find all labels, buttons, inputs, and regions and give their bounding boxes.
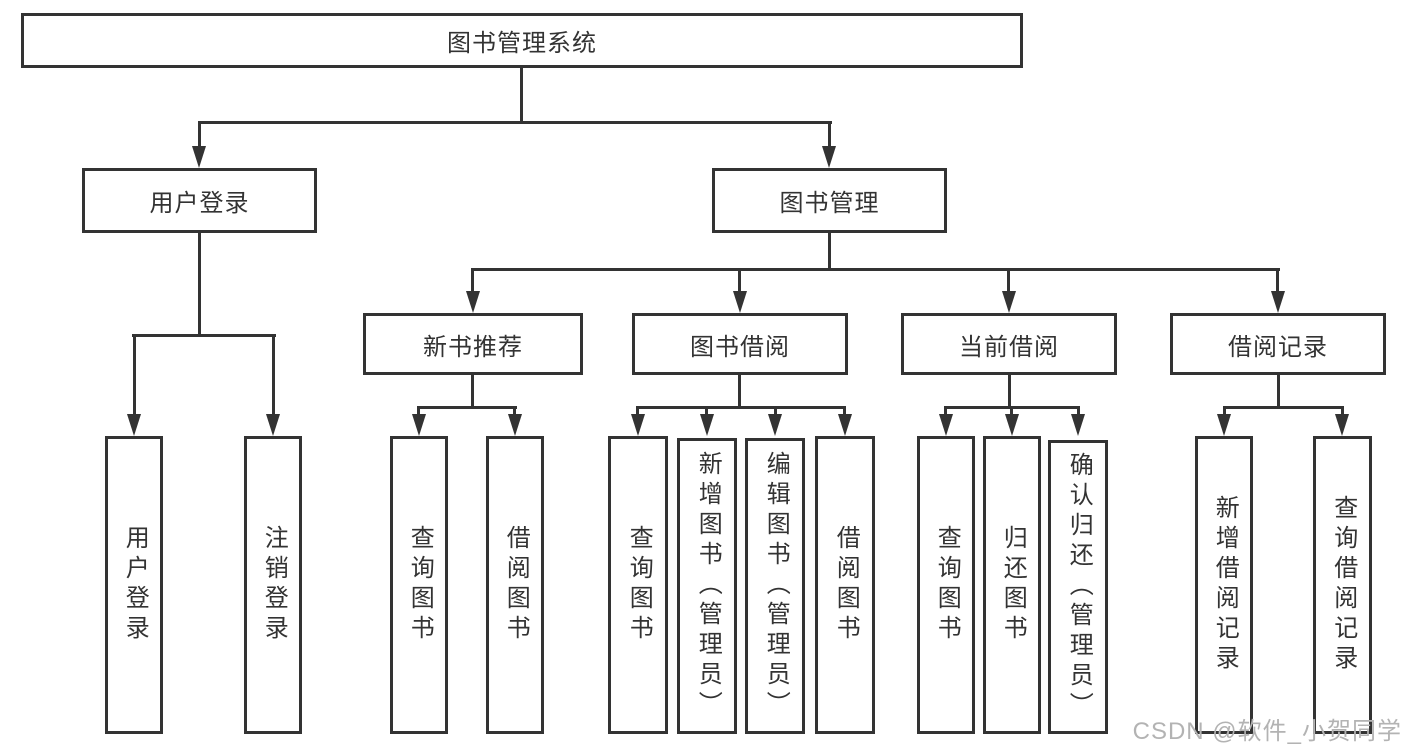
arrow-down-icon [466,291,480,313]
leaf-label: 确认归还（管理员） [1065,452,1093,722]
connector-line [1223,406,1226,416]
connector-line [513,406,516,416]
leaf-label: 用户登录 [121,525,149,645]
node-borrowing-records: 借阅记录 [1170,313,1386,375]
arrow-down-icon [822,146,836,168]
leaf-label: 查询借阅记录 [1329,495,1357,675]
leaf-label: 注销登录 [260,525,288,645]
connector-line [738,373,741,409]
leaf-label: 编辑图书（管理员） [762,451,790,721]
arrow-down-icon [768,414,782,436]
connector-line [417,406,517,409]
connector-line [471,373,474,409]
node-current-borrowing: 当前借阅 [901,313,1117,375]
arrow-down-icon [1335,414,1349,436]
node-label: 用户登录 [149,190,250,217]
connector-line [1277,373,1280,409]
leaf-label: 归还图书 [999,525,1027,645]
connector-line [198,121,201,148]
arrow-down-icon [631,414,645,436]
connector-line [1223,406,1344,409]
node-label: 借阅记录 [1228,333,1328,361]
arrow-down-icon [412,414,426,436]
connector-line [272,334,275,416]
node-label: 新书推荐 [423,333,523,361]
leaf-cb-query-books: 查询图书 [917,436,975,734]
arrow-down-icon [939,414,953,436]
connector-line [1276,268,1279,293]
leaf-label: 查询图书 [406,525,434,645]
arrow-down-icon [127,414,141,436]
arrow-down-icon [1271,291,1285,313]
connector-line [1010,406,1013,416]
leaf-label: 借阅图书 [832,525,860,645]
arrow-down-icon [508,414,522,436]
node-label: 当前借阅 [959,333,1059,361]
leaf-bb-query-books: 查询图书 [608,436,668,734]
leaf-cb-confirm-return-admin: 确认归还（管理员） [1048,440,1108,734]
connector-line [738,268,741,293]
connector-line [198,121,832,124]
connector-line [774,406,777,416]
connector-line [471,268,1280,271]
leaf-br-query-record: 查询借阅记录 [1313,436,1372,734]
node-user-login: 用户登录 [82,168,317,233]
leaf-user-login: 用户登录 [105,436,163,734]
connector-line [198,231,201,337]
arrow-down-icon [838,414,852,436]
leaf-cb-return-books: 归还图书 [983,436,1041,734]
arrow-down-icon [266,414,280,436]
node-label: 图书管理系统 [447,30,597,57]
connector-line [944,406,947,416]
arrow-down-icon [192,146,206,168]
connector-line [132,334,276,337]
leaf-nb-borrow-books: 借阅图书 [486,436,544,734]
connector-line [828,121,831,148]
node-label: 图书管理 [779,190,880,217]
arrow-down-icon [733,291,747,313]
leaf-bb-add-books-admin: 新增图书（管理员） [677,438,737,734]
node-book-management-system: 图书管理系统 [21,13,1023,68]
connector-line [636,406,639,416]
leaf-br-add-record: 新增借阅记录 [1195,436,1253,734]
arrow-down-icon [1002,291,1016,313]
node-new-book-recommend: 新书推荐 [363,313,583,375]
leaf-label: 新增借阅记录 [1211,495,1239,675]
arrow-down-icon [700,414,714,436]
connector-line [636,406,846,409]
leaf-logout: 注销登录 [244,436,302,734]
leaf-label: 查询图书 [933,525,961,645]
connector-line [1007,268,1010,293]
connector-line [705,406,708,416]
connector-line [417,406,420,416]
arrow-down-icon [1071,414,1085,436]
connector-line [520,66,523,123]
node-book-borrowing: 图书借阅 [632,313,848,375]
node-book-management: 图书管理 [712,168,947,233]
connector-line [828,231,831,271]
leaf-bb-edit-books-admin: 编辑图书（管理员） [745,438,805,734]
node-label: 图书借阅 [690,333,790,361]
connector-line [1341,406,1344,416]
leaf-nb-query-books: 查询图书 [390,436,448,734]
arrow-down-icon [1005,414,1019,436]
arrow-down-icon [1217,414,1231,436]
leaf-label: 借阅图书 [502,525,530,645]
leaf-label: 查询图书 [625,525,653,645]
connector-line [1077,406,1080,416]
connector-line [133,334,136,416]
leaf-bb-borrow-books: 借阅图书 [815,436,875,734]
leaf-label: 新增图书（管理员） [694,451,722,721]
connector-line [843,406,846,416]
watermark: CSDN @软件_小贺同学 [1132,718,1402,745]
connector-line [1008,373,1011,409]
connector-line [471,268,474,293]
